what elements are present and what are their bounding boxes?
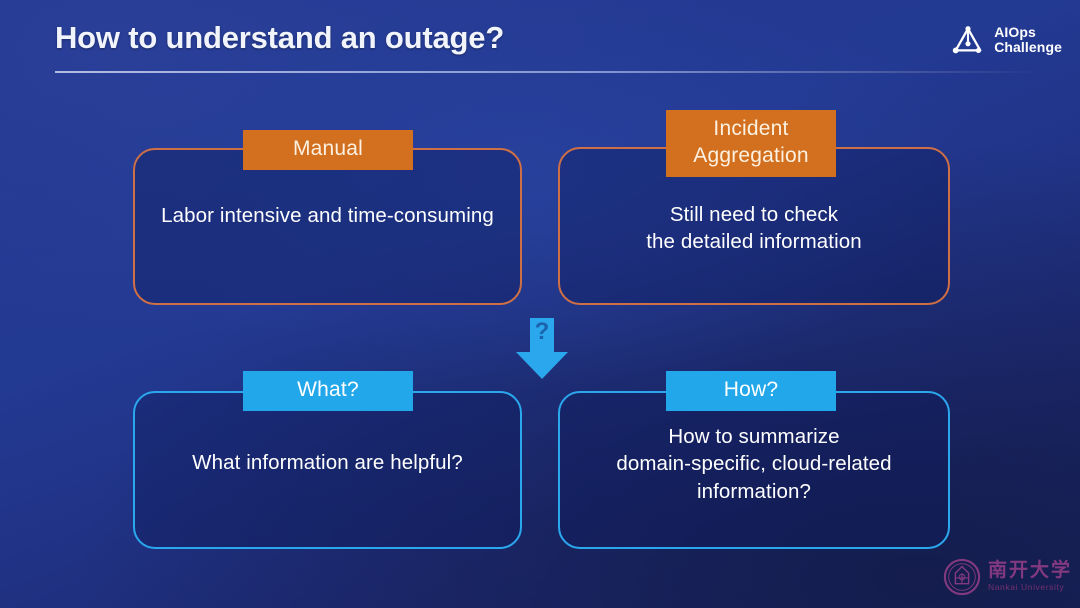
arrow-down-icon bbox=[516, 318, 568, 379]
card-manual-body: Labor intensive and time-consuming bbox=[161, 204, 494, 227]
card-how-tag-label: How? bbox=[723, 378, 779, 401]
nankai-university-seal-icon bbox=[943, 558, 981, 596]
card-incident-body: Still need to check the detailed informa… bbox=[560, 201, 948, 256]
card-how[interactable]: How to summarize domain-specific, cloud-… bbox=[558, 391, 950, 549]
brand-line-1: AIOps bbox=[994, 24, 1036, 41]
card-how-body-line-1: How to summarize bbox=[668, 425, 840, 448]
card-how-tag[interactable]: How? bbox=[666, 371, 836, 411]
card-how-body-line-3: information? bbox=[696, 479, 811, 503]
university-name-block: 南开大学 Nankai University bbox=[987, 559, 1072, 593]
card-manual[interactable]: Labor intensive and time-consuming bbox=[133, 148, 522, 305]
arrow-question-label: ? bbox=[534, 318, 550, 345]
university-name-en: Nankai University bbox=[987, 581, 1065, 592]
nankai-university-logo: 南开大学 Nankai University bbox=[943, 558, 1072, 596]
card-what-tag[interactable]: What? bbox=[243, 371, 413, 411]
university-name-cn: 南开大学 bbox=[987, 559, 1072, 581]
card-incident-tag-line-2: Aggregation bbox=[693, 143, 809, 167]
card-what-tag-label: What? bbox=[297, 378, 359, 401]
brand-text: AIOps Challenge bbox=[994, 25, 1062, 55]
card-manual-tag-label: Manual bbox=[292, 137, 364, 160]
aiops-network-triangle-icon bbox=[952, 26, 982, 54]
card-incident-tag[interactable]: Incident Aggregation bbox=[666, 110, 836, 177]
title-underline-divider bbox=[55, 71, 1040, 73]
brand-line-2: Challenge bbox=[994, 39, 1062, 55]
card-what-body: What information are helpful? bbox=[192, 451, 463, 474]
page-title: How to understand an outage? bbox=[55, 20, 505, 55]
card-how-body: How to summarize domain-specific, cloud-… bbox=[560, 423, 948, 505]
aiops-challenge-logo: AIOps Challenge bbox=[949, 22, 1062, 58]
card-how-body-line-2: domain-specific, cloud-related bbox=[616, 452, 892, 476]
card-incident-body-line-1: Still need to check bbox=[669, 203, 839, 226]
card-incident-tag-line-1: Incident bbox=[713, 117, 789, 140]
transition-arrow: ? bbox=[514, 318, 570, 380]
card-what[interactable]: What information are helpful? bbox=[133, 391, 522, 549]
card-manual-tag[interactable]: Manual bbox=[243, 130, 413, 170]
card-incident-body-line-2: the detailed information bbox=[646, 230, 862, 254]
